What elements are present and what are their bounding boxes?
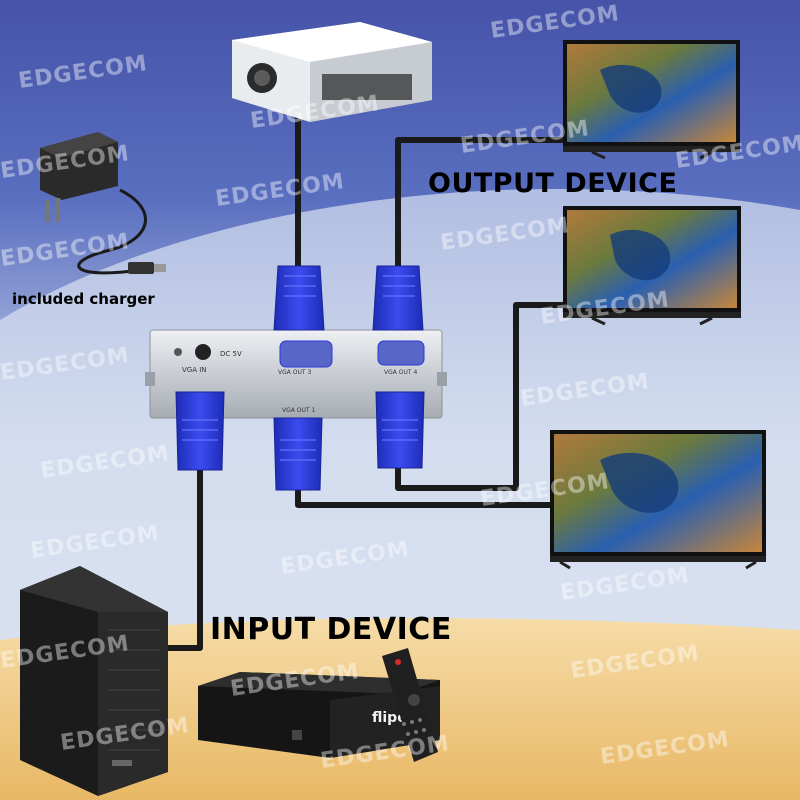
tv-top <box>563 40 740 160</box>
cable-tv-top <box>395 137 563 268</box>
dc-jack <box>195 344 211 360</box>
set-top-box: flipe <box>198 672 440 758</box>
power-adapter <box>40 132 166 274</box>
tv-bottom <box>550 430 766 570</box>
vga-plug-out3 <box>273 265 325 331</box>
port-label-out3: VGA OUT 3 <box>278 369 311 376</box>
projector <box>232 22 432 122</box>
port-label-out4: VGA OUT 4 <box>384 369 417 376</box>
dc-label: DC 5V <box>220 350 242 358</box>
input-device-label: INPUT DEVICE <box>210 612 452 647</box>
tv-middle <box>563 206 741 326</box>
vga-plug-out4 <box>372 265 424 331</box>
stb-brand-label: flipe <box>372 710 407 726</box>
charger-label: included charger <box>12 290 155 308</box>
port-label-in: VGA IN <box>182 366 207 374</box>
remote-control <box>382 648 438 762</box>
cable-pc <box>168 470 203 651</box>
cable-tv-middle <box>395 302 563 491</box>
pc-tower <box>20 566 168 796</box>
output-device-label: OUTPUT DEVICE <box>428 168 678 199</box>
vga-plug-out1 <box>273 417 323 491</box>
port-label-out1: VGA OUT 1 <box>282 407 315 414</box>
cable-tv-bottom <box>295 490 550 508</box>
cables <box>77 112 563 651</box>
cable-charger <box>77 188 147 275</box>
